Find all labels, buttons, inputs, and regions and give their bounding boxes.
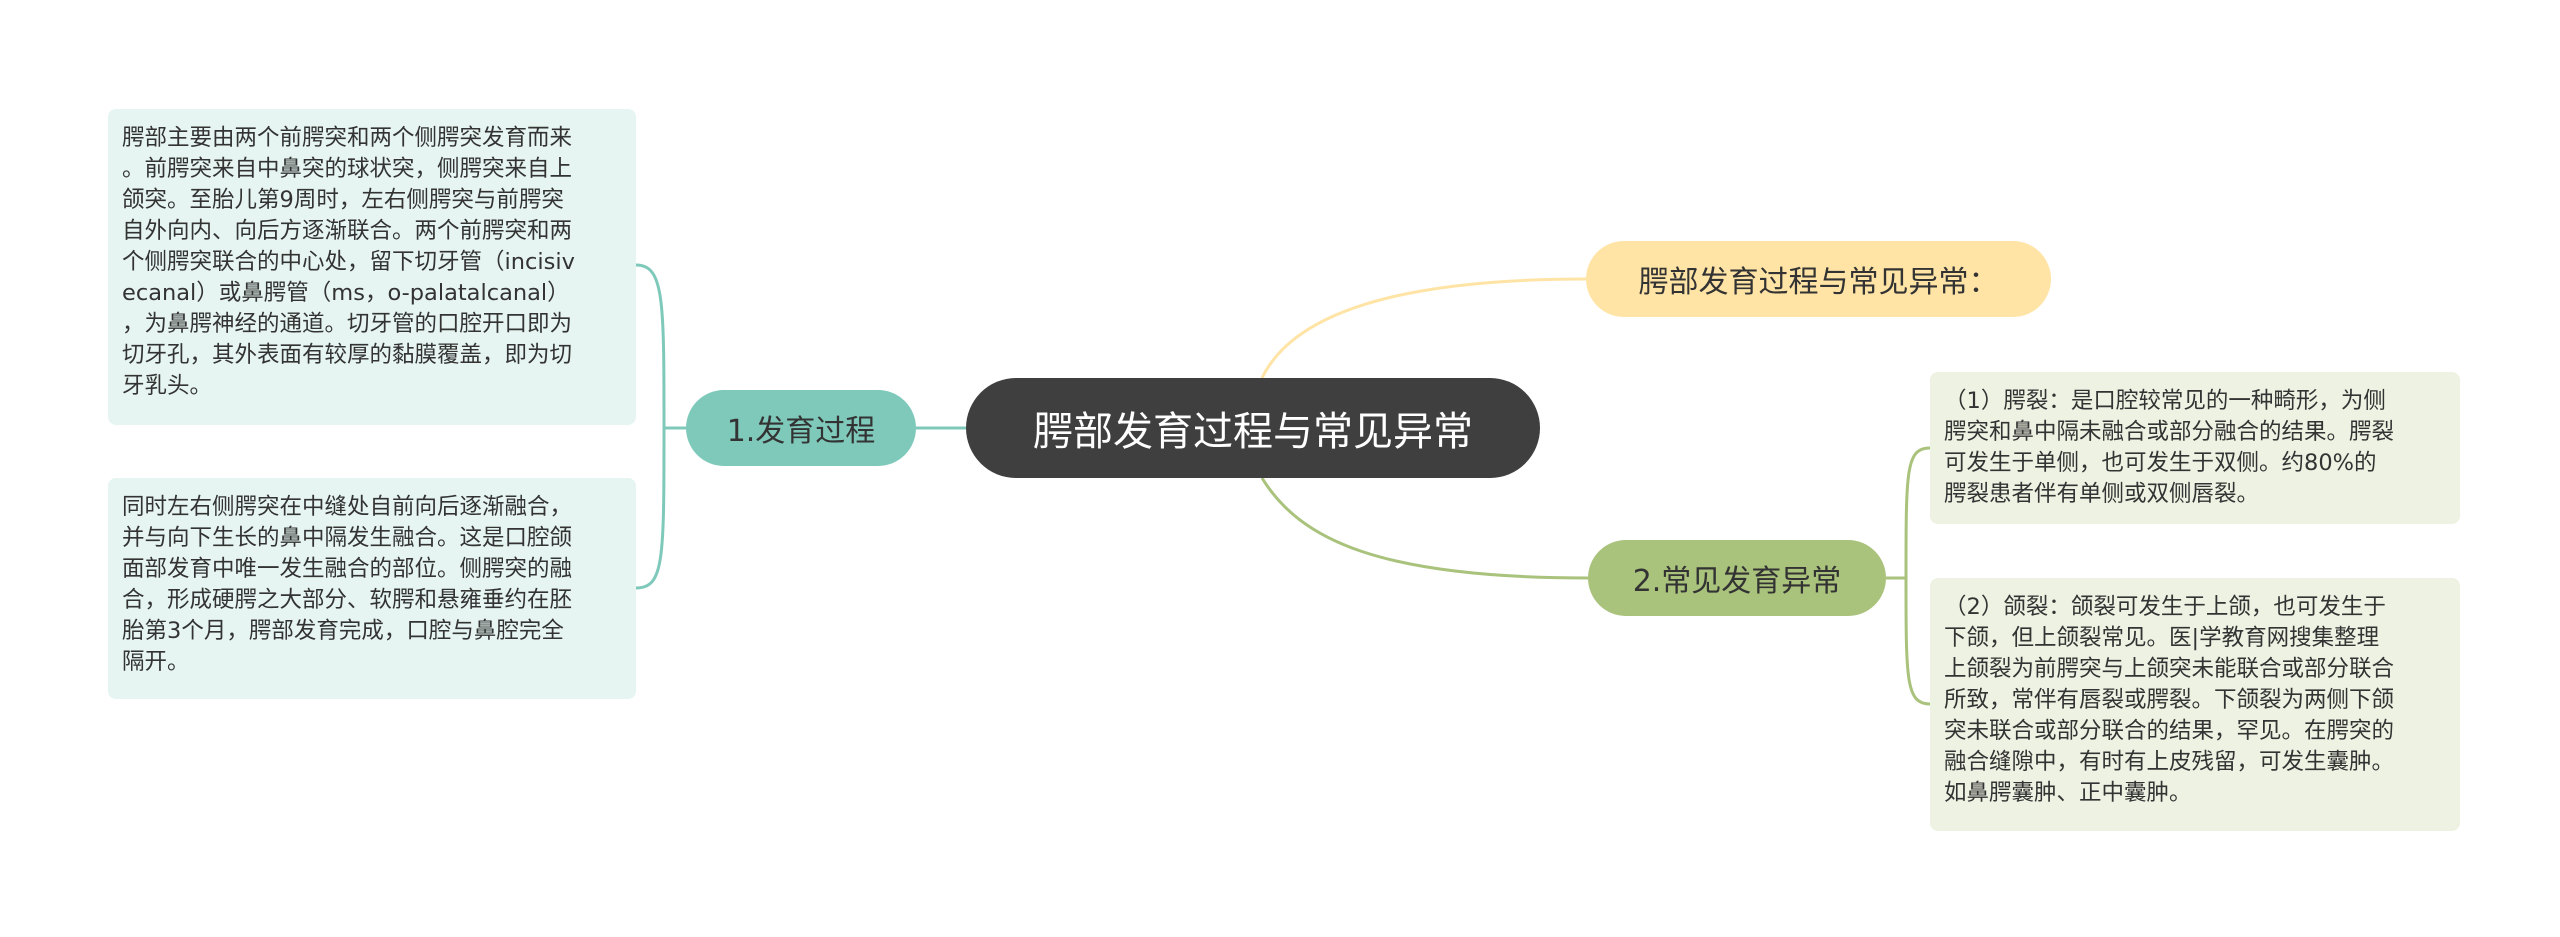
branch-title-note[interactable]: 腭部发育过程与常见异常： (1586, 241, 2051, 317)
leaf-development-text-2[interactable]: 同时左右侧腭突在中缝处自前向后逐渐融合， 并与向下生长的鼻中隔发生融合。这是口腔… (108, 478, 636, 699)
branch-common-anomalies[interactable]: 2.常见发育异常 (1588, 540, 1886, 616)
link-right-leaf-1 (1904, 446, 1931, 579)
central-topic[interactable]: 腭部发育过程与常见异常 (966, 378, 1540, 478)
leaf-development-text-1[interactable]: 腭部主要由两个前腭突和两个侧腭突发育而来 。前腭突来自中鼻突的球状突，侧腭突来自… (108, 109, 636, 425)
link-central-right-top (1260, 277, 1587, 379)
link-left-leaf-1 (635, 263, 666, 429)
link-left-leaf-2 (635, 427, 666, 590)
link-right-leaf-2 (1904, 577, 1931, 706)
leaf-cleft-palate-text[interactable]: （1）腭裂：是口腔较常见的一种畸形，为侧 腭突和鼻中隔未融合或部分融合的结果。腭… (1930, 372, 2460, 524)
leaf-jaw-cleft-text[interactable]: （2）颌裂：颌裂可发生于上颌，也可发生于 下颌，但上颌裂常见。医|学教育网搜集整… (1930, 578, 2460, 831)
branch-development-process[interactable]: 1.发育过程 (686, 390, 916, 466)
link-central-right-bottom (1260, 477, 1589, 580)
